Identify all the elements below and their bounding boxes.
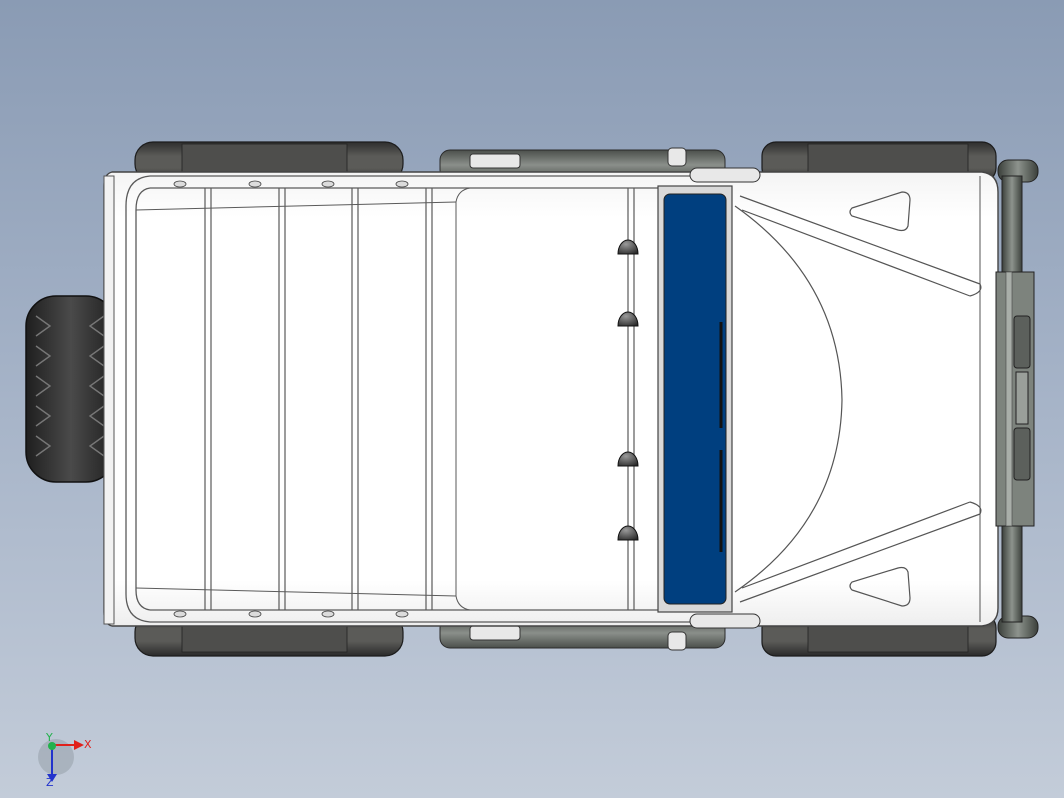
windshield xyxy=(663,193,727,605)
tailgate xyxy=(103,175,115,625)
z-axis-label: Z xyxy=(46,776,54,789)
spare-tire xyxy=(25,295,117,483)
front-bumper xyxy=(995,159,1039,639)
vehicle-model[interactable] xyxy=(25,141,1039,657)
coordinate-triad: X Y Z xyxy=(38,731,92,789)
roof-lamps xyxy=(617,239,639,541)
vehicle-body xyxy=(103,171,999,627)
x-axis-label: X xyxy=(84,738,92,751)
hood xyxy=(734,176,982,622)
winch xyxy=(1013,315,1031,481)
side-mirrors xyxy=(667,147,761,651)
y-axis-label: Y xyxy=(45,731,53,744)
